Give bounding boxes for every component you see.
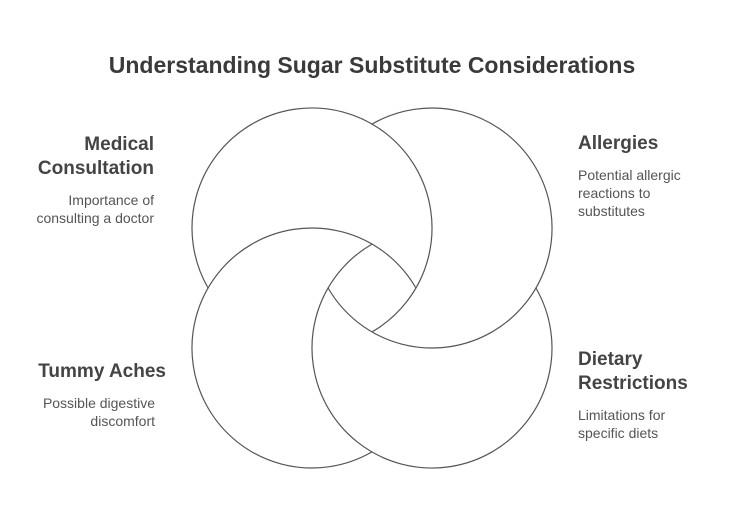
desc-line: reactions to (578, 185, 651, 201)
dietary-restrictions-desc: Limitations for specific diets (578, 406, 688, 442)
desc-line: Possible digestive (42, 395, 155, 411)
allergies-desc: Potential allergic reactions to substitu… (578, 166, 681, 220)
desc-line: substitutes (578, 203, 645, 219)
desc-line: Potential allergic (578, 167, 681, 183)
circle-allergies (327, 107, 553, 349)
medical-consultation-block: Medical Consultation Importance of consu… (36, 133, 154, 227)
heading-line: Restrictions (578, 373, 688, 394)
medical-consultation-desc: Importance of consulting a doctor (36, 191, 154, 227)
circle-tummy-aches (191, 227, 417, 469)
heading-line: Allergies (578, 133, 659, 154)
tummy-aches-desc: Possible digestive discomfort (38, 394, 155, 430)
circle-dietary-restrictions (311, 243, 553, 469)
diagram-title: Understanding Sugar Substitute Considera… (108, 52, 636, 78)
allergies-heading: Allergies (578, 132, 681, 156)
allergies-block: Allergies Potential allergic reactions t… (578, 132, 681, 220)
heading-line: Dietary (578, 349, 643, 370)
desc-line: specific diets (578, 425, 659, 441)
desc-line: discomfort (90, 413, 155, 429)
heading-line: Tummy Aches (38, 361, 166, 382)
desc-line: consulting a doctor (36, 210, 154, 226)
desc-line: Importance of (68, 192, 154, 208)
heading-line: Consultation (37, 158, 154, 179)
desc-line: Limitations for (578, 407, 666, 423)
tummy-aches-block: Tummy Aches Possible digestive discomfor… (38, 360, 166, 430)
dietary-restrictions-block: Dietary Restrictions Limitations for spe… (578, 348, 688, 442)
tummy-aches-heading: Tummy Aches (38, 360, 166, 384)
circle-medical-consultation (191, 107, 433, 333)
medical-consultation-heading: Medical Consultation (36, 133, 154, 181)
heading-line: Medical (84, 134, 154, 155)
dietary-restrictions-heading: Dietary Restrictions (578, 348, 688, 396)
